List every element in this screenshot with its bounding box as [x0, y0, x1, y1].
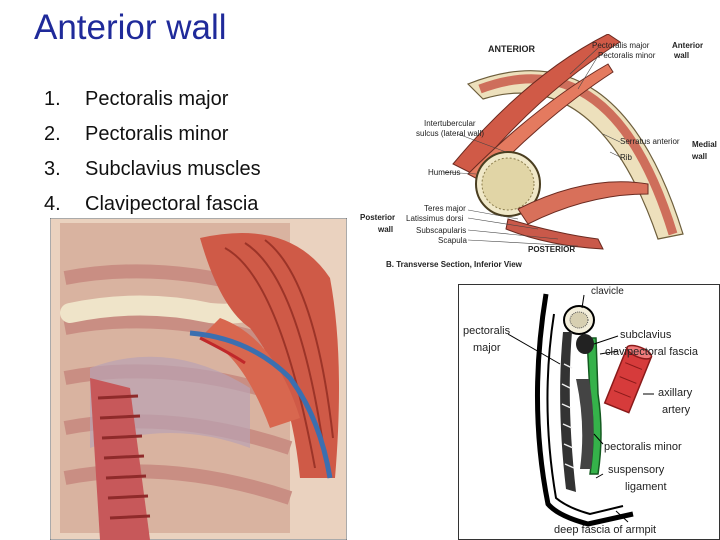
label-suspensory-2: ligament	[625, 481, 667, 493]
list-text: Pectoralis major	[85, 88, 229, 110]
list-number: 2.	[44, 123, 61, 145]
label-clavicle: clavicle	[591, 286, 624, 297]
list-text: Clavipectoral fascia	[85, 193, 259, 215]
label-intertubercular-1: Intertubercular	[424, 119, 476, 128]
list-item: 2. Pectoralis minor	[44, 123, 261, 158]
label-subclavius: subclavius	[620, 329, 672, 341]
axillary-artery-shape	[603, 344, 653, 414]
label-posterior-wall-1: Posterior	[360, 213, 395, 222]
anterior-wall-list: 1. Pectoralis major 2. Pectoralis minor 3.…	[44, 88, 261, 228]
transverse-section-diagram: ANTERIOR Pectoralis major Pectoralis min…	[360, 34, 717, 269]
label-pect-major: Pectoralis major	[592, 41, 650, 50]
section-caption: B. Transverse Section, Inferior View	[386, 260, 523, 269]
label-pectoralis-major-1: pectoralis	[463, 325, 511, 337]
label-latissimus: Latissimus dorsi	[406, 214, 464, 223]
label-scapula: Scapula	[438, 236, 467, 245]
list-item: 1. Pectoralis major	[44, 88, 261, 123]
label-axillary-1: axillary	[658, 387, 693, 399]
label-clavipectoral-fascia: clavipectoral fascia	[605, 346, 699, 358]
label-posterior: POSTERIOR	[528, 245, 575, 254]
label-pectoralis-major-2: major	[473, 342, 501, 354]
deltoid-pectoral-muscle	[200, 233, 339, 478]
sagittal-section-diagram: clavicle pectoralis major subclavius cla…	[458, 284, 720, 540]
label-medial-wall-1: Medial	[692, 140, 717, 149]
label-pectoralis-minor: pectoralis minor	[604, 441, 682, 453]
slide-title: Anterior wall	[34, 8, 227, 47]
label-pect-minor: Pectoralis minor	[598, 51, 656, 60]
label-humerus: Humerus	[428, 168, 460, 177]
dissection-illustration	[50, 218, 347, 540]
list-text: Subclavius muscles	[85, 158, 261, 180]
label-teres-major: Teres major	[424, 204, 466, 213]
label-deep-fascia: deep fascia of armpit	[554, 524, 656, 536]
list-number: 4.	[44, 193, 61, 215]
list-number: 3.	[44, 158, 61, 180]
serratus-muscle	[90, 378, 151, 540]
list-number: 1.	[44, 88, 61, 110]
label-anterior: ANTERIOR	[488, 44, 536, 54]
list-item: 4. Clavipectoral fascia	[44, 193, 261, 228]
axillary-vessels	[189, 330, 333, 479]
label-subscapularis: Subscapularis	[416, 226, 466, 235]
label-serratus: Serratus anterior	[620, 137, 680, 146]
label-intertubercular-2: sulcus (lateral wall)	[416, 129, 484, 138]
list-item: 3. Subclavius muscles	[44, 158, 261, 193]
label-posterior-wall-2: wall	[377, 225, 393, 234]
label-rib: Rib	[620, 153, 633, 162]
label-medial-wall-2: wall	[691, 152, 707, 161]
label-anterior-wall-2: wall	[673, 51, 689, 60]
list-text: Pectoralis minor	[85, 123, 229, 145]
label-suspensory-1: suspensory	[608, 464, 665, 476]
label-axillary-2: artery	[662, 404, 691, 416]
label-anterior-wall-1: Anterior	[672, 41, 703, 50]
